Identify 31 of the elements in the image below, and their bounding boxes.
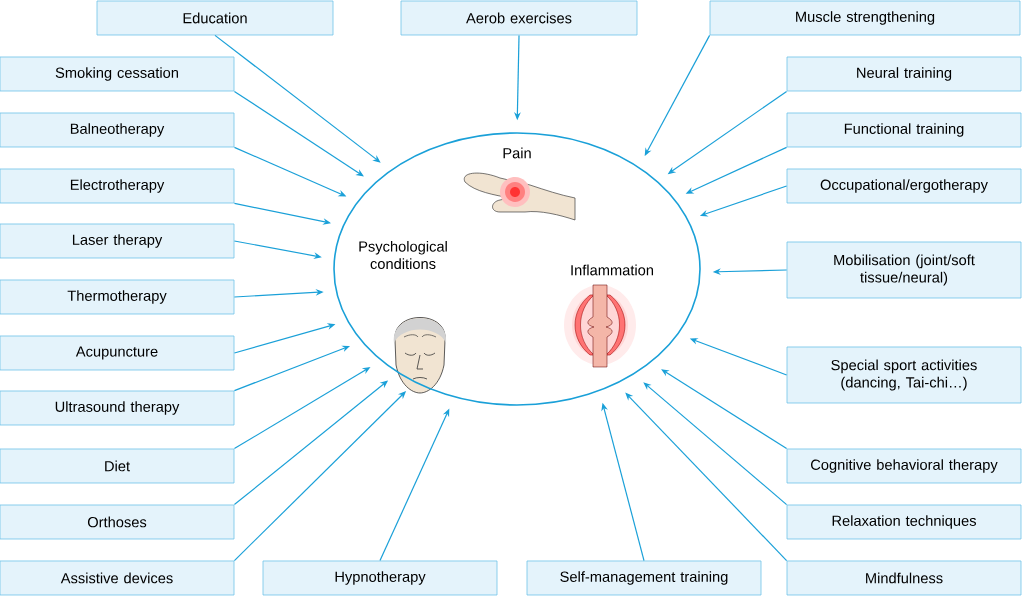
- therapy-box: Education: [96, 0, 334, 36]
- therapy-box: Special sport activities (dancing, Tai-chi…): [786, 346, 1022, 404]
- condition-label: Psychological conditions: [359, 240, 447, 270]
- therapy-box: Self-management training: [526, 560, 762, 596]
- therapy-box: Occupational/ergotherapy: [786, 168, 1022, 204]
- therapy-box: Neural training: [786, 56, 1022, 92]
- condition-label: Inflammation: [571, 264, 653, 276]
- therapy-box: Ultrasound therapy: [0, 390, 235, 426]
- therapy-box: Assistive devices: [0, 560, 235, 596]
- therapy-box: Cognitive behavioral therapy: [786, 448, 1022, 484]
- therapy-box: Smoking cessation: [0, 56, 235, 92]
- therapy-box: Aerob exercises: [400, 0, 638, 36]
- arrow: [643, 382, 788, 506]
- therapy-box: Balneotherapy: [0, 112, 235, 148]
- therapy-box: Diet: [0, 448, 235, 484]
- arrow: [233, 202, 331, 225]
- arrow: [214, 34, 381, 163]
- condition-label: Pain: [503, 147, 531, 159]
- therapy-box: Mobilisation (joint/soft tissue/neural): [786, 241, 1022, 299]
- therapy-box: Muscle strengthening: [709, 0, 1021, 36]
- arrow: [661, 369, 788, 450]
- arrow: [233, 90, 364, 177]
- therapy-box: Hypnotherapy: [262, 560, 498, 596]
- therapy-box: Electrotherapy: [0, 168, 235, 204]
- therapy-box: Acupuncture: [0, 335, 235, 371]
- therapy-box: Thermotherapy: [0, 279, 235, 315]
- therapy-box: Functional training: [786, 112, 1022, 148]
- therapy-box: Laser therapy: [0, 223, 235, 259]
- therapy-box: Orthoses: [0, 504, 235, 540]
- therapy-box: Mindfulness: [786, 560, 1022, 596]
- therapy-box: Relaxation techniques: [786, 504, 1022, 540]
